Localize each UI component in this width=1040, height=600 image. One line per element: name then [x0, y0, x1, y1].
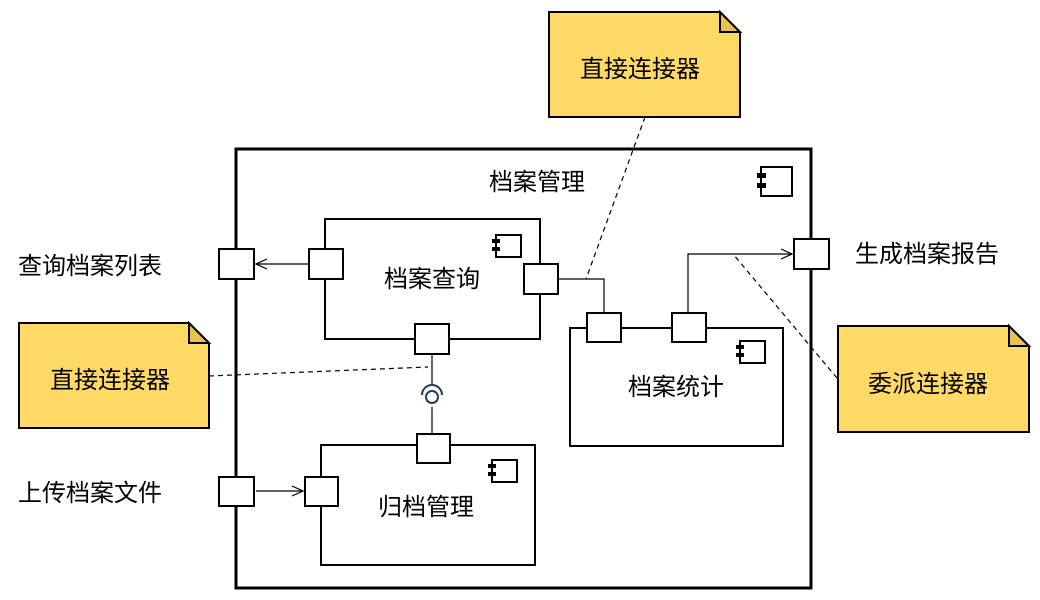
label-query-list: 查询档案列表	[18, 252, 162, 280]
system-title: 档案管理	[489, 168, 585, 196]
ports	[218, 238, 830, 507]
note-top-text: 直接连接器	[580, 55, 700, 83]
port-query-bottom	[414, 323, 450, 355]
note-left: 直接连接器	[18, 320, 212, 429]
anchor-left-note	[208, 366, 429, 377]
port-query-list-inner	[308, 248, 344, 280]
label-upload: 上传档案文件	[18, 479, 162, 507]
component-query: 档案查询	[324, 218, 541, 340]
note-right: 委派连接器	[837, 323, 1032, 433]
component-archive: 归档管理	[320, 444, 536, 566]
component-stats-label: 档案统计	[628, 373, 724, 401]
port-upload-inner	[304, 476, 339, 507]
port-report-outer	[793, 238, 830, 270]
provided-interface-lollipop	[421, 384, 443, 404]
connector-stats-report	[687, 254, 792, 313]
note-right-text: 委派连接器	[868, 370, 988, 398]
port-stats-right	[671, 312, 707, 343]
component-icon	[492, 234, 522, 258]
component-stats: 档案统计	[569, 327, 784, 447]
port-query-list-outer	[218, 248, 255, 280]
component-query-label: 档案查询	[384, 265, 480, 293]
label-report: 生成档案报告	[855, 240, 999, 268]
component-icon	[757, 166, 793, 197]
component-archive-label: 归档管理	[378, 493, 474, 521]
note-anchors	[208, 116, 838, 379]
note-top: 直接连接器	[548, 9, 743, 118]
component-icon	[488, 459, 518, 483]
connector-query-stats	[558, 278, 605, 313]
component-icon	[736, 340, 766, 364]
port-stats-left	[586, 312, 622, 343]
anchor-top-note	[585, 116, 646, 280]
port-upload-outer	[218, 476, 255, 507]
port-query-right	[523, 263, 559, 295]
note-left-text: 直接连接器	[50, 366, 170, 394]
connectors	[256, 254, 792, 491]
port-archive-top	[416, 433, 451, 464]
